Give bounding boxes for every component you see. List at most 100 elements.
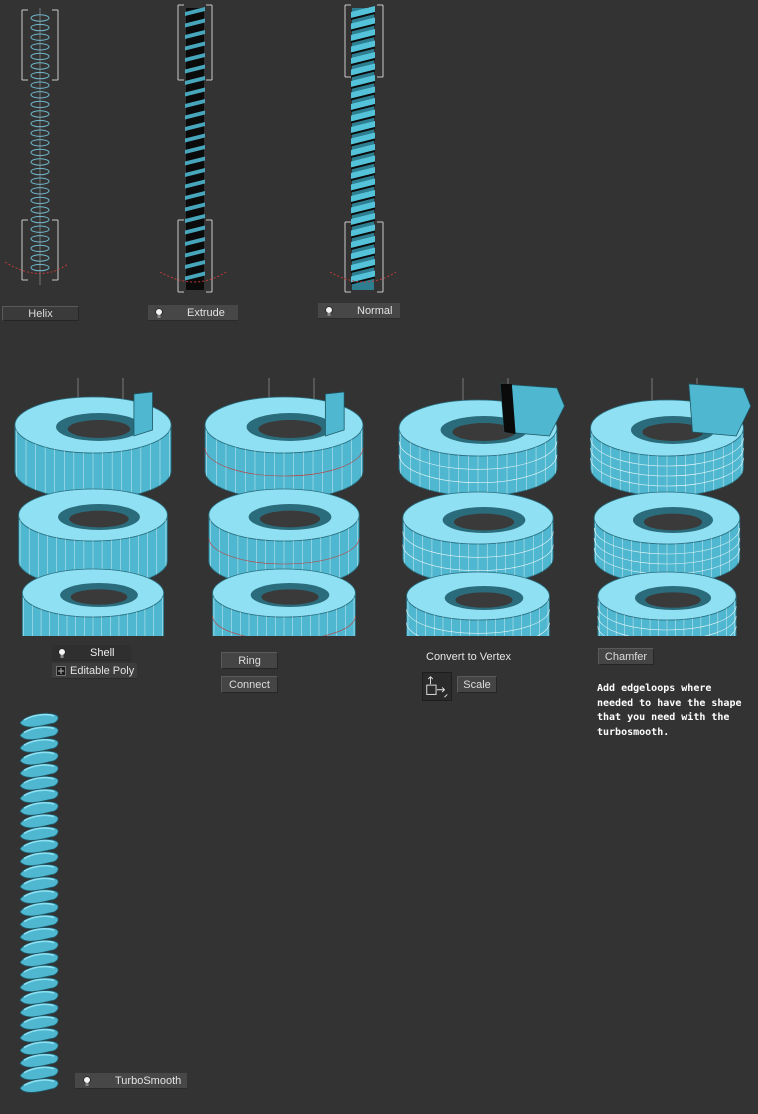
extrude-band [185, 248, 205, 258]
shell-label: Shell [90, 647, 115, 659]
editable-poly-label: Editable Poly [70, 665, 135, 677]
normal-gap [351, 46, 375, 55]
spring-hole-inner [259, 510, 321, 528]
lightbulb-icon[interactable] [323, 305, 335, 317]
extrude-band [185, 122, 205, 131]
normal-band [351, 247, 375, 260]
normal-modifier-row[interactable]: Normal [318, 303, 400, 319]
extrude-band [185, 145, 205, 154]
lightbulb-icon[interactable] [56, 647, 68, 659]
normal-band [351, 86, 375, 99]
helix-button[interactable]: Helix [2, 306, 79, 321]
shell-modifier-row[interactable]: Shell [52, 645, 131, 661]
edge-loop [593, 527, 741, 555]
spring-hole-inner [261, 589, 319, 605]
coil-highlight [23, 1003, 55, 1011]
normal-band [351, 201, 375, 214]
coil-highlight [23, 965, 55, 973]
coil-highlight [23, 1016, 55, 1024]
normal-band [351, 6, 375, 18]
normal-gap [351, 276, 375, 285]
scale-button[interactable]: Scale [457, 676, 497, 693]
normal-band [351, 132, 375, 145]
normal-gap [351, 265, 375, 273]
normal-band [351, 155, 375, 168]
lightbulb-icon[interactable] [81, 1075, 93, 1087]
normal-gap [351, 12, 375, 20]
coil-highlight [23, 751, 55, 759]
extrude-modifier-row[interactable]: Extrude [148, 305, 238, 321]
editable-poly-icon[interactable] [56, 666, 66, 676]
extrude-band [185, 99, 205, 108]
normal-gap [351, 196, 375, 204]
normal-gap [351, 173, 375, 181]
turbosmooth-modifier-row[interactable]: TurboSmooth [75, 1073, 187, 1089]
scale-tool-button[interactable] [422, 672, 452, 701]
normal-gap [351, 230, 375, 239]
coil-highlight [23, 827, 55, 835]
normal-band [351, 144, 375, 156]
normal-band [351, 270, 375, 283]
ring-connect-viewport [204, 378, 364, 636]
coil-highlight [23, 713, 55, 721]
normal-band [351, 63, 375, 76]
spring-end-cap [133, 391, 153, 437]
normal-gap [351, 35, 375, 43]
editable-poly-row[interactable]: Editable Poly [52, 663, 137, 679]
normal-gap [351, 253, 375, 262]
coil-highlight [23, 814, 55, 822]
normal-band [351, 98, 375, 110]
normal-gap [351, 92, 375, 101]
normal-gap [351, 184, 375, 193]
coil-highlight [23, 764, 55, 772]
coil-highlight [23, 852, 55, 860]
extrude-band [185, 237, 205, 246]
coil-highlight [23, 865, 55, 872]
chamfer-viewport [590, 378, 752, 636]
spring-hole-inner [642, 423, 704, 441]
lightbulb-icon[interactable] [153, 307, 165, 319]
coil-highlight [23, 776, 55, 784]
turbosmooth-label: TurboSmooth [115, 1075, 182, 1087]
scale-tool-icon [426, 676, 448, 698]
edge-loop [590, 437, 744, 467]
coil-highlight [23, 940, 55, 948]
normal-band [351, 190, 375, 202]
extrude-label: Extrude [187, 307, 225, 319]
spring-end-cap [688, 383, 752, 437]
spring-hole-inner [258, 420, 322, 438]
edge-loop [402, 544, 554, 571]
ring-button[interactable]: Ring [221, 652, 278, 669]
normal-viewport [329, 4, 397, 293]
chamfer-button[interactable]: Chamfer [598, 648, 654, 665]
coil-highlight [23, 1079, 55, 1087]
spring-end-cap [500, 383, 565, 437]
extrude-band [185, 271, 205, 281]
extrude-viewport [159, 4, 227, 293]
normal-gap [351, 104, 375, 112]
normal-band [351, 178, 375, 191]
spring-hole-inner [645, 592, 701, 608]
coil-highlight [23, 739, 55, 746]
normal-gap [351, 58, 375, 66]
spring-hole-inner [452, 423, 516, 441]
connect-button[interactable]: Connect [221, 676, 278, 693]
extrude-band [185, 41, 205, 51]
normal-gap [351, 207, 375, 216]
normal-band [351, 213, 375, 225]
normal-gap [351, 161, 375, 170]
normal-band [351, 259, 375, 271]
edge-loop [590, 447, 744, 477]
coil-highlight [23, 928, 55, 935]
extrude-band [185, 76, 205, 85]
spring-hole-inner [67, 420, 131, 438]
extrude-band [185, 87, 205, 97]
helix-viewport [4, 8, 69, 285]
extrude-band [185, 18, 205, 28]
normal-gap [351, 127, 375, 135]
normal-band [351, 75, 375, 87]
coil-highlight [23, 978, 55, 986]
coil-highlight [23, 1054, 55, 1061]
coil-highlight [23, 1028, 55, 1036]
coil-highlight [23, 1041, 55, 1049]
